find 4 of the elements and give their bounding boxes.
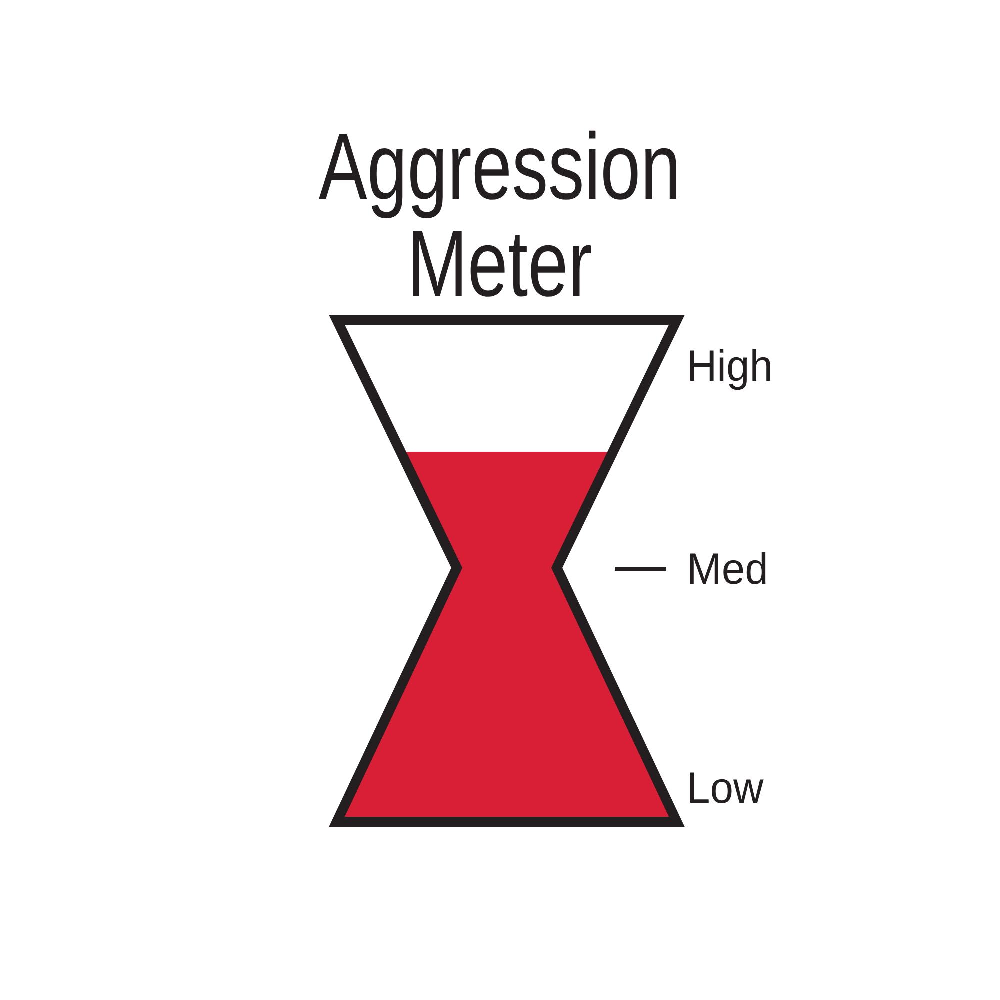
scale-label: Med [687,545,768,595]
scale-label: High [687,342,773,392]
meter-title: Aggression Meter [318,118,682,312]
scale-label: Low [687,764,764,814]
